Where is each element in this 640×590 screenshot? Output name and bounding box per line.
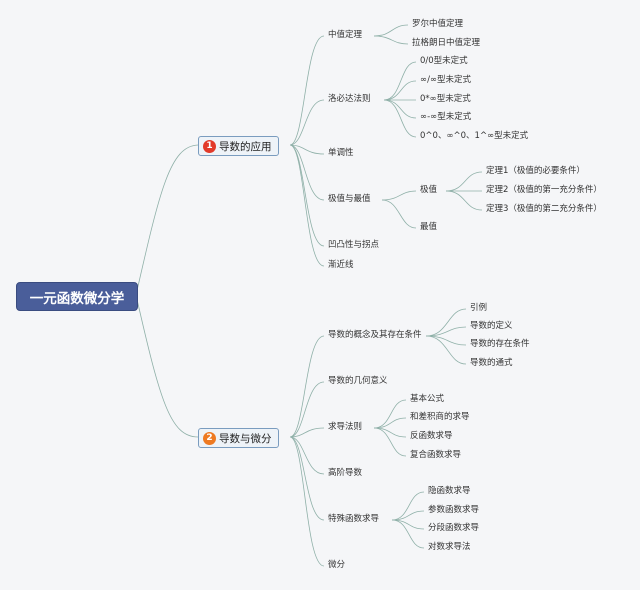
root-node[interactable]: 一元函数微分学 bbox=[16, 282, 138, 311]
leaf-node[interactable]: 对数求导法 bbox=[428, 542, 471, 552]
leaf-node[interactable]: 定理1（极值的必要条件） bbox=[486, 166, 585, 176]
leaf-node[interactable]: 拉格朗日中值定理 bbox=[412, 38, 481, 48]
node-lhopital[interactable]: 洛必达法则 bbox=[328, 94, 371, 104]
branch-derivative-application[interactable]: 1 导数的应用 bbox=[198, 136, 279, 156]
branch-label: 导数与微分 bbox=[219, 432, 272, 445]
leaf-node[interactable]: 定理3（极值的第二充分条件） bbox=[486, 204, 602, 214]
leaf-node[interactable]: 0/0型未定式 bbox=[420, 56, 468, 66]
node-asymptote[interactable]: 渐近线 bbox=[328, 260, 354, 270]
node-higher-order[interactable]: 高阶导数 bbox=[328, 468, 363, 478]
leaf-node[interactable]: 隐函数求导 bbox=[428, 486, 471, 496]
leaf-node[interactable]: ∞-∞型未定式 bbox=[420, 112, 472, 122]
number-badge: 1 bbox=[203, 139, 216, 153]
leaf-node[interactable]: 最值 bbox=[420, 222, 438, 232]
leaf-node[interactable]: 分段函数求导 bbox=[428, 523, 480, 533]
node-monotonicity[interactable]: 单调性 bbox=[328, 148, 354, 158]
node-geometric-meaning[interactable]: 导数的几何意义 bbox=[328, 376, 388, 386]
leaf-node[interactable]: ∞/∞型未定式 bbox=[420, 75, 472, 85]
leaf-node[interactable]: 0*∞型未定式 bbox=[420, 94, 471, 104]
leaf-node[interactable]: 反函数求导 bbox=[410, 431, 453, 441]
node-derivation-rules[interactable]: 求导法则 bbox=[328, 422, 363, 432]
node-convexity[interactable]: 凹凸性与拐点 bbox=[328, 240, 380, 250]
branch-label: 导数的应用 bbox=[219, 140, 272, 153]
leaf-node[interactable]: 导数的存在条件 bbox=[470, 339, 530, 349]
node-derivative-concept[interactable]: 导数的概念及其存在条件 bbox=[328, 330, 422, 340]
leaf-node[interactable]: 参数函数求导 bbox=[428, 505, 480, 515]
node-extremum[interactable]: 极值与最值 bbox=[328, 194, 371, 204]
number-badge: 2 bbox=[203, 431, 216, 445]
leaf-node[interactable]: 定理2（极值的第一充分条件） bbox=[486, 185, 602, 195]
node-extreme-value[interactable]: 极值 bbox=[420, 185, 438, 195]
node-differential[interactable]: 微分 bbox=[328, 560, 346, 570]
leaf-node[interactable]: 和差积商的求导 bbox=[410, 412, 470, 422]
node-special-functions[interactable]: 特殊函数求导 bbox=[328, 514, 380, 524]
branch-derivative-differential[interactable]: 2 导数与微分 bbox=[198, 428, 279, 448]
leaf-node[interactable]: 导数的通式 bbox=[470, 358, 513, 368]
node-mean-value-theorem[interactable]: 中值定理 bbox=[328, 30, 363, 40]
leaf-node[interactable]: 引例 bbox=[470, 303, 488, 313]
leaf-node[interactable]: 导数的定义 bbox=[470, 321, 513, 331]
leaf-node[interactable]: 复合函数求导 bbox=[410, 450, 462, 460]
leaf-node[interactable]: 0^0、∞^0、1^∞型未定式 bbox=[420, 131, 529, 141]
leaf-node[interactable]: 基本公式 bbox=[410, 394, 445, 404]
leaf-node[interactable]: 罗尔中值定理 bbox=[412, 19, 464, 29]
